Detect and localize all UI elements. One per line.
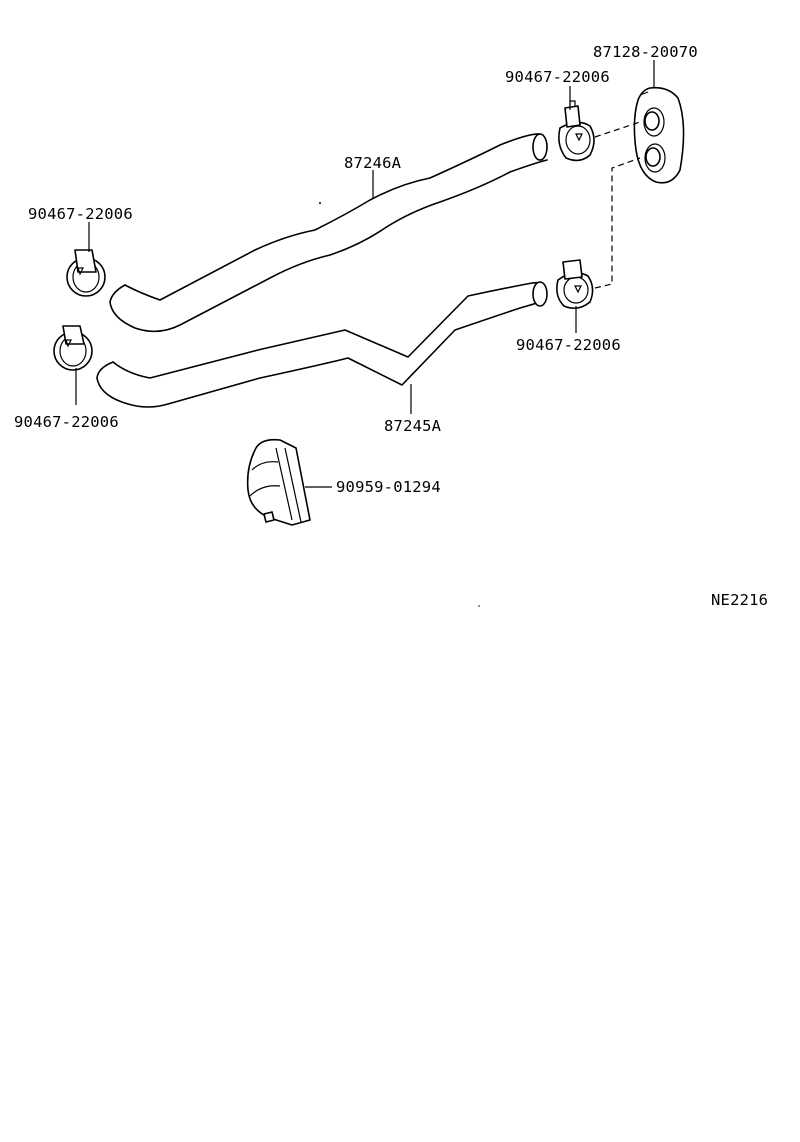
clamp-upper-right[interactable] [558,100,595,162]
dot-mark [319,202,321,204]
label-87246A: 87246A [344,154,402,172]
leader-lines [75,60,655,488]
diagram-code: NE2216 [711,591,768,609]
label-clamp-upper-right: 90467-22006 [505,68,610,86]
dashed-line-lower [594,157,641,289]
label-grommet: 87128-20070 [593,43,698,61]
hose-upper[interactable] [109,133,548,333]
label-87245A: 87245A [384,417,442,435]
label-clamp-lower-left: 90467-22006 [14,413,119,431]
dot-mark [478,605,480,607]
dashed-line-upper [594,121,641,138]
hose-lower[interactable] [96,281,548,408]
clamp-lower-right[interactable] [556,259,594,310]
grommet[interactable] [633,86,685,184]
label-clamp-upper-left: 90467-22006 [28,205,133,223]
label-clip: 90959-01294 [336,478,441,496]
clamp-lower-left[interactable] [53,325,93,371]
clip[interactable] [246,438,311,526]
clamp-upper-left[interactable] [66,249,106,297]
label-clamp-lower-right: 90467-22006 [516,336,621,354]
